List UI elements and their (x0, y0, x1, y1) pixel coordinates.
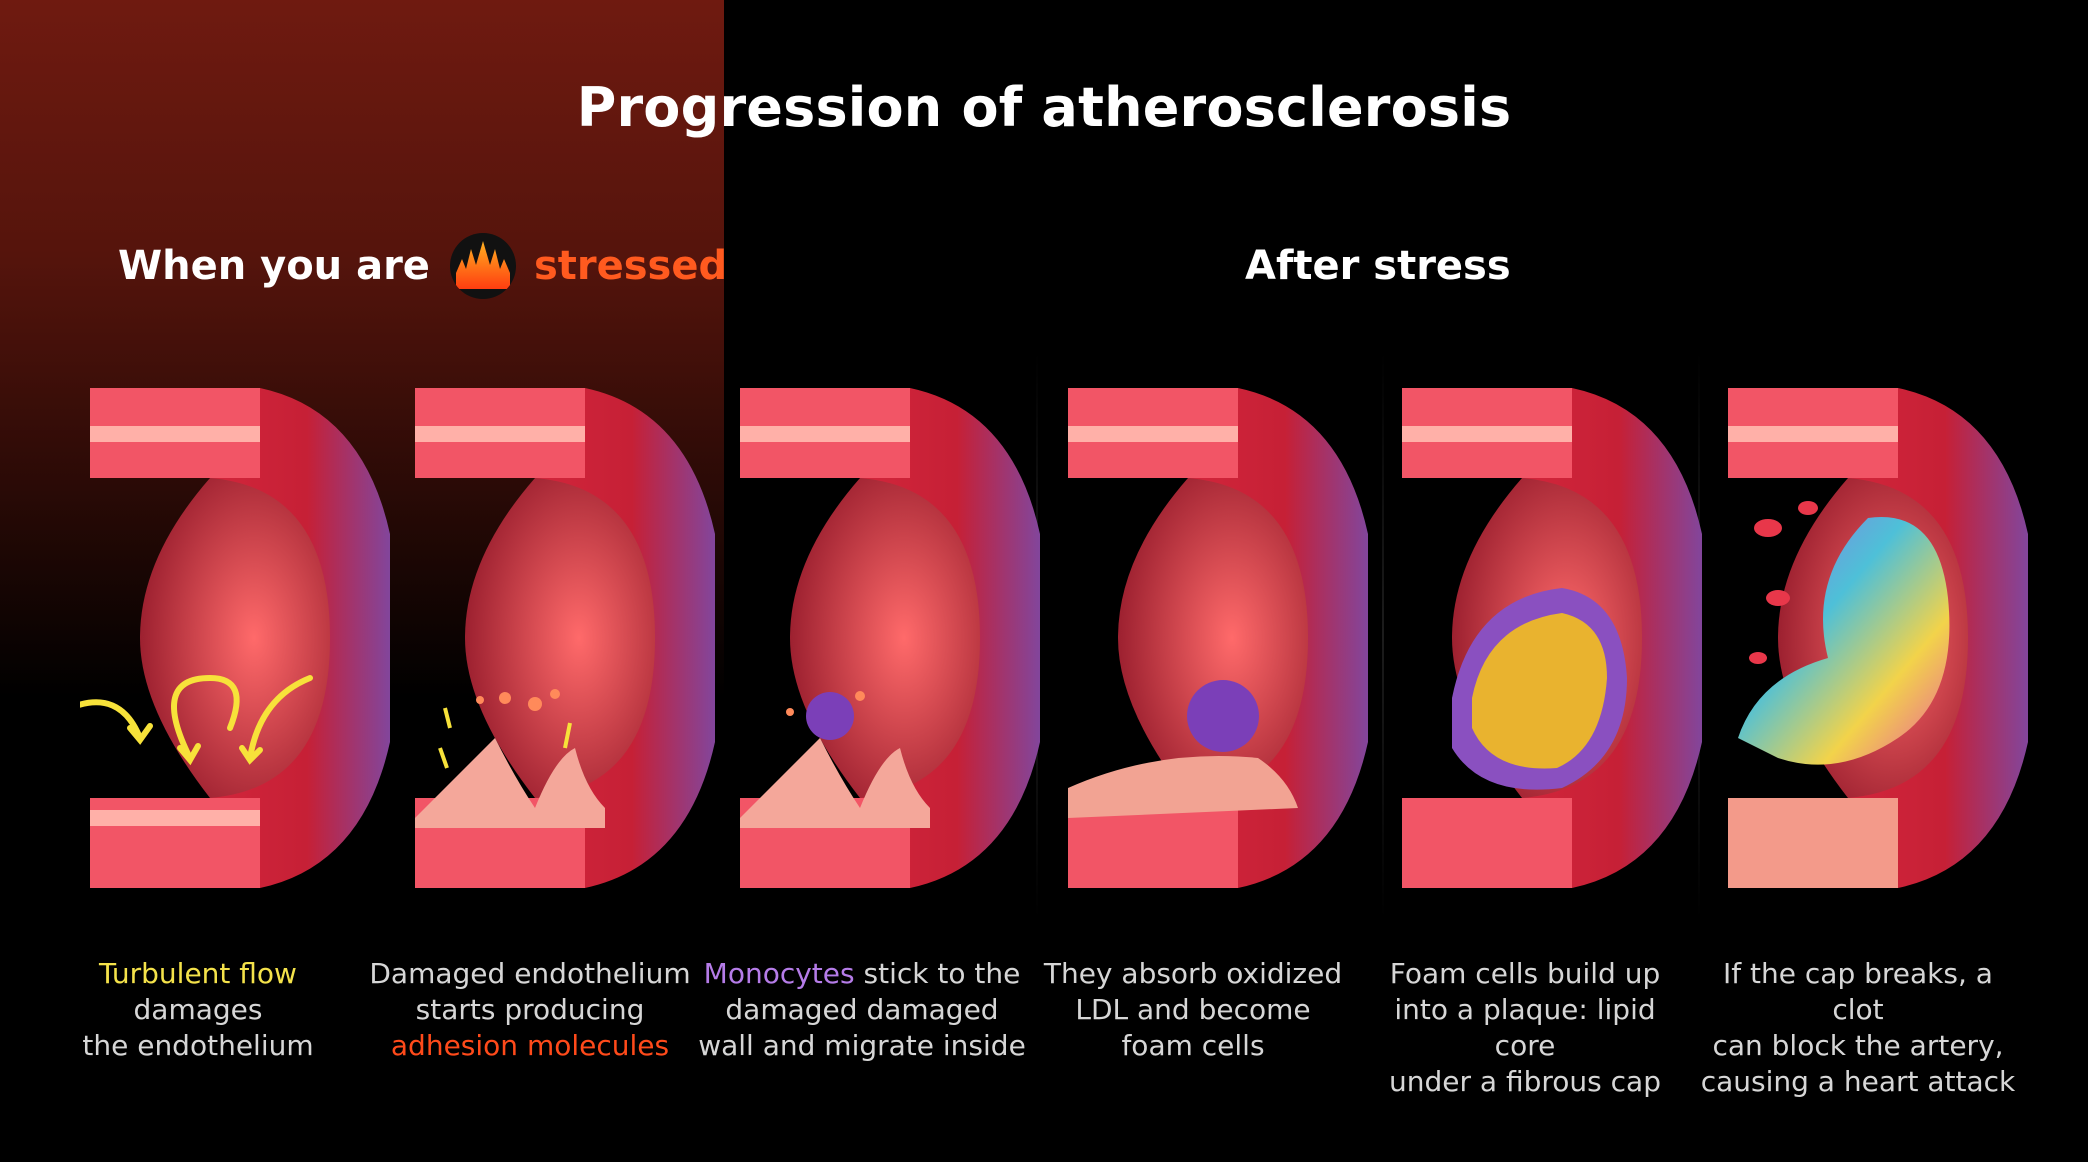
stage-3-line3: wall and migrate inside (698, 1029, 1026, 1062)
stage-caption-2: Damaged endothelium starts producing adh… (365, 956, 695, 1064)
curved-arrow-icon (80, 674, 313, 766)
stage-4-line1: They absorb oxidized (1043, 957, 1343, 990)
stage-caption-6: If the cap breaks, a clot can block the … (1693, 956, 2023, 1100)
stage-6-line3: causing a heart attack (1700, 1065, 2016, 1098)
phase-stressed-prefix: When you are (118, 243, 430, 289)
artery-illustration-4 (1058, 378, 1368, 898)
stage-3-highlight: Monocytes (703, 957, 855, 990)
phase-label-after-stress: After stress (1245, 243, 1511, 289)
stage-2-line1: Damaged endothelium (369, 957, 691, 990)
stage-3-line1-rest: stick to the (854, 957, 1021, 990)
artery-illustration-5 (1392, 378, 1702, 898)
artery-illustration-6 (1718, 378, 2028, 898)
flame-icon (449, 233, 516, 299)
stage-4-line3: foam cells (1121, 1029, 1265, 1062)
stage-6-line1: If the cap breaks, a clot (1723, 957, 1993, 1026)
stage-5-line1: Foam cells build up (1389, 957, 1661, 990)
page-title: Progression of atherosclerosis (576, 76, 1512, 139)
phase-label-stressed: When you are stressed (118, 232, 727, 300)
stage-caption-5: Foam cells build up into a plaque: lipid… (1360, 956, 1690, 1100)
stage-1-highlight: Turbulent flow (99, 957, 297, 990)
stage-5-line2: into a plaque: lipid core (1394, 993, 1656, 1062)
panel-divider (1382, 350, 1384, 920)
phase-stressed-word: stressed (533, 243, 728, 289)
stage-1-line2: damages (133, 993, 263, 1026)
artery-illustration-2 (405, 378, 715, 898)
artery-illustration-1 (80, 378, 390, 898)
stage-3-line2: damaged damaged (725, 993, 999, 1026)
stage-caption-3: Monocytes stick to the damaged damaged w… (697, 956, 1027, 1064)
stage-3-line1: Monocytes stick to the (697, 956, 1027, 992)
stage-2-line2: starts producing (415, 993, 645, 1026)
stage-1-line3: the endothelium (82, 1029, 314, 1062)
stage-4-line2: LDL and become (1075, 993, 1311, 1026)
stage-5-line3: under a fibrous cap (1389, 1065, 1661, 1098)
artery-illustration-3 (730, 378, 1040, 898)
stage-2-highlight: adhesion molecules (390, 1029, 670, 1062)
stage-6-line2: can block the artery, (1712, 1029, 2004, 1062)
stage-caption-4: They absorb oxidized LDL and become foam… (1028, 956, 1358, 1064)
stage-caption-1: Turbulent flow damages the endothelium (33, 956, 363, 1064)
